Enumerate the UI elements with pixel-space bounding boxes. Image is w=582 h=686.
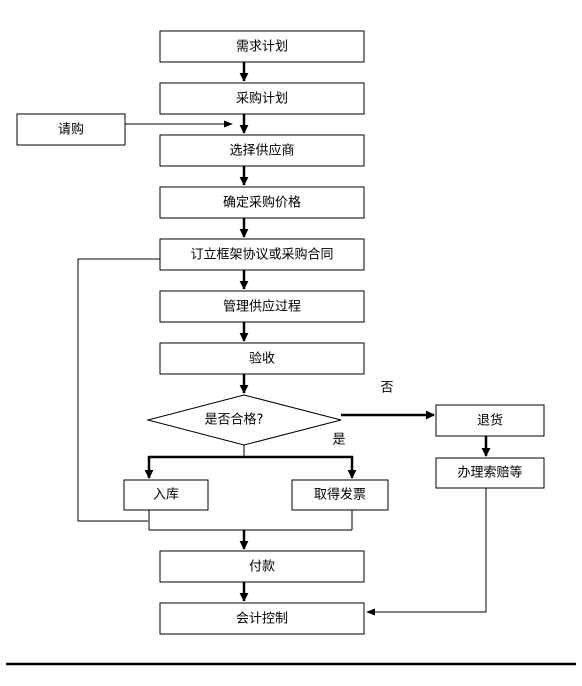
- edges: [77, 62, 491, 616]
- node-purchase-plan-label: 采购计划: [236, 91, 288, 107]
- edge-yes-to-invoice: [244, 455, 357, 479]
- node-select-supplier: 选择供应商: [159, 134, 365, 167]
- node-return-goods-label: 退货: [477, 413, 503, 429]
- node-requisition: 请购: [16, 113, 126, 146]
- edge-claim-to-accounting: [366, 488, 487, 616]
- node-select-supplier-label: 选择供应商: [229, 143, 294, 159]
- node-sign-contract: 订立框架协议或采购合同: [159, 238, 365, 271]
- node-claim-compensation-label: 办理索赔等: [457, 465, 522, 481]
- node-inspection-label: 验收: [249, 351, 275, 367]
- node-confirm-price: 确定采购价格: [159, 186, 365, 219]
- node-accounting-control-label: 会计控制: [236, 612, 288, 627]
- node-get-invoice-label: 取得发票: [314, 487, 366, 503]
- node-manage-supply-label: 管理供应过程: [223, 299, 301, 315]
- node-requisition-label: 请购: [58, 122, 84, 138]
- node-manage-supply: 管理供应过程: [159, 290, 365, 323]
- node-claim-compensation: 办理索赔等: [435, 457, 545, 489]
- edge-yes-to-warehousing: [144, 455, 244, 479]
- node-payment-label: 付款: [249, 560, 275, 575]
- edge-label-yes: 是: [332, 433, 345, 448]
- node-confirm-price-label: 确定采购价格: [223, 195, 301, 211]
- node-qualified-decision: 是否合格?: [146, 394, 342, 446]
- node-return-goods: 退货: [435, 404, 545, 437]
- node-demand-plan-label: 需求计划: [236, 40, 288, 55]
- node-payment: 付款: [159, 550, 365, 583]
- node-warehousing-label: 入库: [153, 487, 179, 503]
- edge-contract-loop-to-merge: [77, 258, 160, 522]
- node-accounting-control: 会计控制: [159, 602, 365, 635]
- node-purchase-plan: 采购计划: [159, 82, 365, 115]
- edge-label-no: 否: [380, 381, 393, 396]
- node-inspection: 验收: [159, 342, 365, 375]
- node-sign-contract-label: 订立框架协议或采购合同: [190, 247, 333, 263]
- node-get-invoice: 取得发票: [291, 479, 389, 511]
- node-qualified-decision-label: 是否合格?: [205, 412, 264, 428]
- node-demand-plan: 需求计划: [159, 30, 365, 63]
- node-warehousing: 入库: [123, 479, 209, 511]
